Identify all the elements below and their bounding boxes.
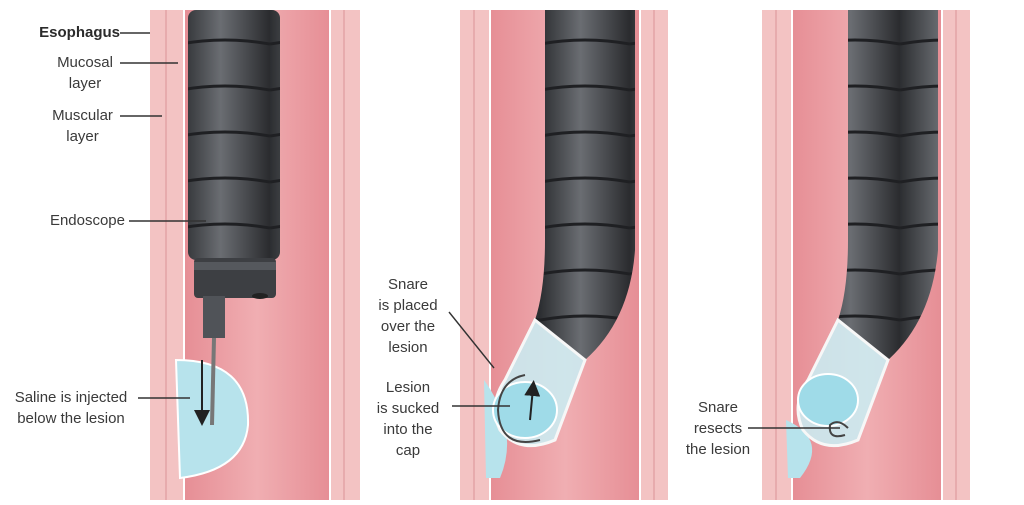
label-esophagus: Esophagus bbox=[39, 24, 120, 41]
snare-3 bbox=[828, 421, 849, 438]
endoscope-3 bbox=[838, 10, 938, 360]
leader-lines bbox=[120, 32, 840, 429]
needle bbox=[210, 337, 216, 426]
endoscope-1 bbox=[188, 10, 280, 260]
endoscope-2 bbox=[535, 10, 635, 360]
label-endoscope: Endoscope bbox=[49, 212, 125, 229]
panel-1-injection bbox=[150, 10, 360, 500]
panel-3-resection bbox=[762, 10, 970, 500]
wall-right-1 bbox=[330, 10, 360, 500]
needle-sheath bbox=[203, 296, 225, 338]
wall-left-3 bbox=[762, 10, 792, 500]
lesion-in-cap-3 bbox=[797, 373, 859, 427]
snare-2 bbox=[496, 374, 541, 443]
panel-2-suction bbox=[460, 10, 668, 500]
